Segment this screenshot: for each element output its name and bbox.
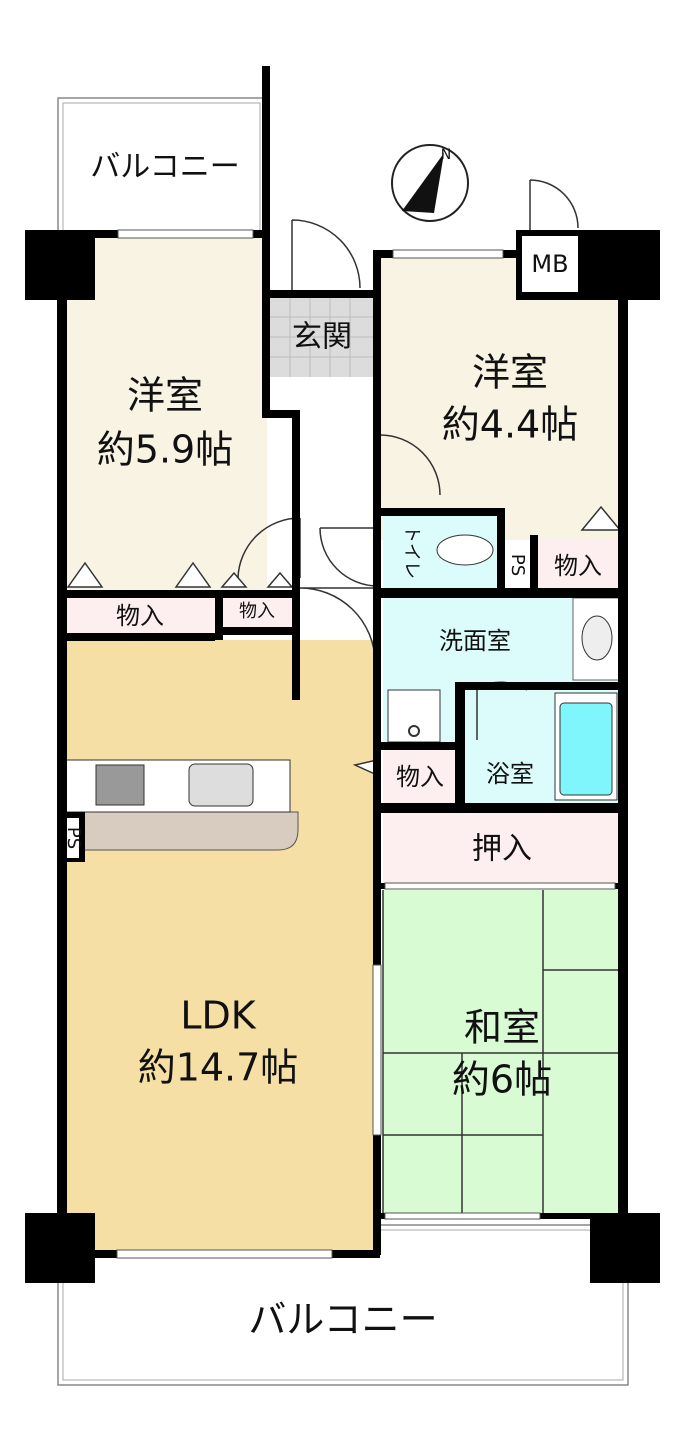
storage-wash-label: 物入 <box>396 763 444 791</box>
washitsu-size: 約6帖 <box>452 1058 552 1102</box>
storage-wash <box>383 750 455 805</box>
balcony-top: バルコニー <box>57 97 266 239</box>
oshiire-label: 押入 <box>472 832 532 867</box>
storage-left <box>65 597 217 637</box>
ldk-size: 約14.7帖 <box>138 1046 299 1090</box>
western-room-left <box>65 237 267 597</box>
washroom-label: 洗面室 <box>439 627 511 655</box>
western-room-right <box>380 255 622 540</box>
western-left-size: 約5.9帖 <box>97 428 233 472</box>
storage-right <box>537 540 622 588</box>
washer-pan <box>387 689 441 743</box>
compass-label: N <box>441 147 451 163</box>
washitsu-room <box>382 890 622 1215</box>
toilet-icon <box>436 534 494 566</box>
ps-kitchen-label: PS <box>63 827 84 849</box>
balcony-bottom-label: バルコニー <box>248 1298 437 1342</box>
oshiire <box>383 812 622 885</box>
kitchen-sink-icon <box>188 763 254 807</box>
storage-left-small <box>222 597 292 629</box>
balcony-top-label: バルコニー <box>90 150 239 185</box>
stove-icon <box>95 764 145 806</box>
ldk-name: LDK <box>180 994 256 1038</box>
washitsu-name: 和室 <box>464 1006 540 1050</box>
bath-label: 浴室 <box>486 760 534 788</box>
western-right-name: 洋室 <box>472 351 548 395</box>
ldk-room <box>65 640 377 1255</box>
mb-label: MB <box>531 250 568 278</box>
compass-icon: N <box>391 144 469 222</box>
kitchen-back-counter <box>79 811 299 851</box>
sink-icon <box>581 615 613 661</box>
storage-right-label: 物入 <box>554 552 602 580</box>
western-right-size: 約4.4帖 <box>442 403 578 447</box>
sink-counter <box>572 597 623 681</box>
storage-left-small-label: 物入 <box>239 601 275 622</box>
toilet-label: トイレ <box>401 525 422 579</box>
western-left-name: 洋室 <box>127 374 203 418</box>
ps-top-label: PS <box>507 554 528 576</box>
entrance-label: 玄関 <box>292 320 352 355</box>
storage-left-label: 物入 <box>116 602 164 630</box>
